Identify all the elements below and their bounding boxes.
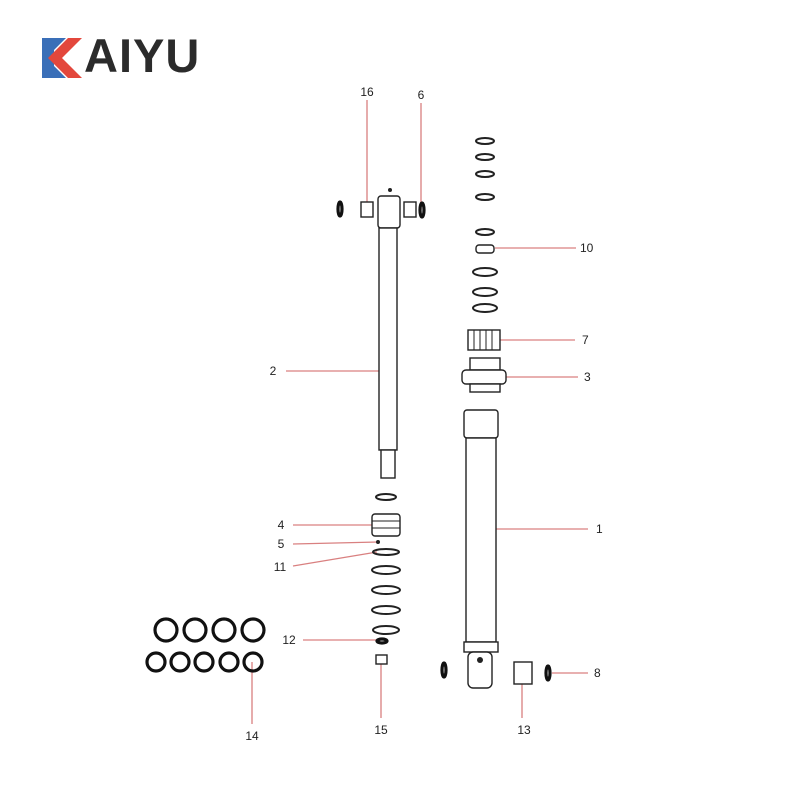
callout-10: 10 [580,241,594,255]
callout-12: 12 [282,633,296,647]
callout-5: 5 [278,537,285,551]
part-4-piston [371,513,401,537]
callout-7: 7 [582,333,589,347]
ring [371,585,401,595]
kaiyu-k-mark-icon [42,38,82,78]
part-7-needle-bearing [467,329,501,351]
pin-seal-left [336,200,344,218]
callout-3: 3 [584,370,591,384]
callout-15: 15 [374,723,388,737]
leader-lines [251,100,588,724]
callout-16: 16 [360,85,374,99]
brand-name: AIYU [84,29,201,82]
brand-logo [40,34,220,82]
part-5-ball [376,540,380,544]
seal-stack [472,137,498,313]
callout-6: 6 [418,88,425,102]
part-16-bushing [360,201,374,218]
callout-1: 1 [596,522,603,536]
part-2-piston-rod [377,188,401,479]
callout-2: 2 [270,364,277,378]
part-3-guide [461,357,507,393]
part-13-bushing [513,661,533,685]
callout-13: 13 [517,723,531,737]
part-1-cylinder [463,409,499,689]
part-6-bushing [403,201,417,218]
part-14-oring-set [145,617,266,673]
part-15-nut [375,654,388,665]
seal [375,493,397,501]
callout-14: 14 [245,729,259,743]
callout-8: 8 [594,666,601,680]
part-11-ring [372,548,400,556]
callout-11: 11 [274,560,287,574]
ring [371,565,401,575]
part-8-seal [544,664,552,682]
ring [372,625,400,635]
part-10-bushing [475,244,495,254]
pin-seal [440,661,448,679]
callout-4: 4 [278,518,285,532]
ring [371,605,401,615]
part-12-oring [375,637,389,645]
pin-seal-right [418,201,426,219]
